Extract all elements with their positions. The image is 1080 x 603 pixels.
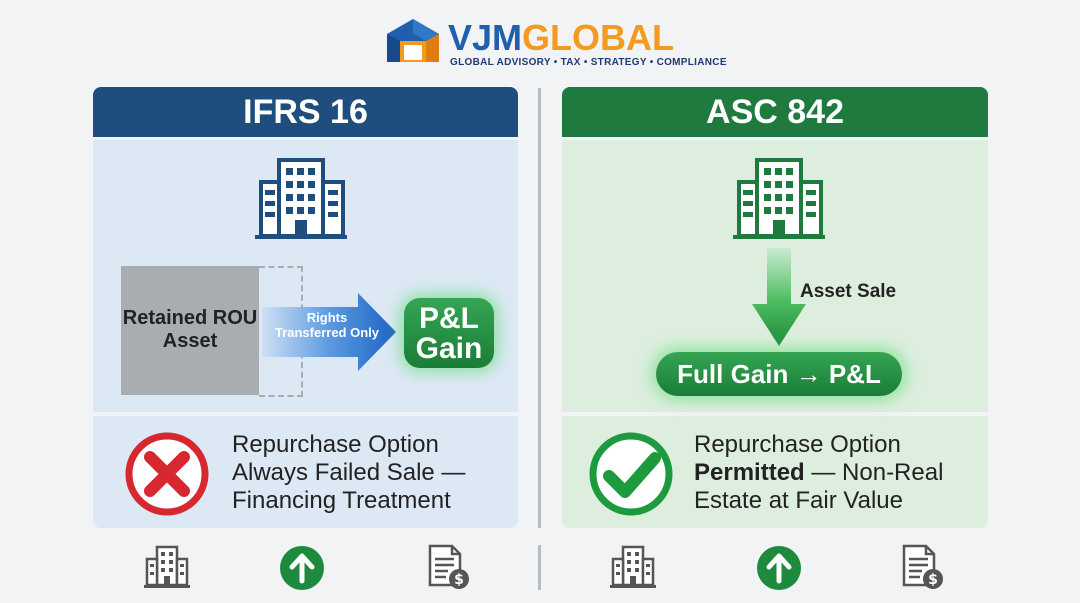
- panel-divider: [538, 88, 541, 528]
- rights-transferred-arrow-icon: [262, 293, 396, 371]
- asc842-title: ASC 842: [562, 87, 988, 137]
- pl-gain-badge: P&L Gain: [404, 298, 494, 368]
- asc842-note-line1: Repurchase Option: [694, 431, 901, 458]
- ifrs16-repurchase-note: Repurchase Option Always Failed Sale — F…: [232, 431, 466, 514]
- x-circle-icon: [125, 432, 209, 516]
- retained-rou-label: Retained ROU Asset: [122, 307, 258, 352]
- up-arrow-circle-icon: [280, 546, 324, 590]
- asc842-note-line2: Permitted — Non-Real: [694, 459, 944, 486]
- office-building-icon: [255, 158, 347, 239]
- svg-text:$: $: [928, 572, 938, 588]
- asc842-note-line3: Estate at Fair Value: [694, 487, 903, 514]
- full-gain-badge: Full Gain → P&L: [656, 352, 902, 396]
- brand-tagline: GLOBAL ADVISORY • TAX • STRATEGY • COMPL…: [450, 57, 727, 68]
- ifrs16-title: IFRS 16: [93, 87, 518, 137]
- up-arrow-circle-icon: [757, 546, 801, 590]
- building-icon: [610, 545, 656, 588]
- ifrs16-panel: IFRS 16: [93, 87, 518, 137]
- brand-logo: VJMGLOBAL GLOBAL ADVISORY • TAX • STRATE…: [380, 14, 727, 70]
- vjm-logo-icon: [387, 19, 439, 62]
- down-arrow-icon: [752, 248, 806, 346]
- office-building-icon: [733, 158, 825, 239]
- rights-transferred-label: Rights Transferred Only: [274, 310, 380, 340]
- document-dollar-icon: $: [902, 544, 943, 589]
- building-icon: [144, 545, 190, 588]
- retained-rou-asset-box: [121, 266, 259, 395]
- asset-sale-label: Asset Sale: [800, 281, 897, 302]
- check-circle-icon: [589, 432, 673, 516]
- brand-name: VJMGLOBAL: [448, 17, 675, 58]
- asc842-repurchase-note: Repurchase Option Permitted — Non-Real E…: [694, 431, 984, 515]
- document-dollar-icon: $: [428, 544, 469, 589]
- asc842-panel: ASC 842: [562, 87, 988, 137]
- permitted-text: Permitted: [694, 459, 805, 486]
- footer-divider: [538, 545, 541, 590]
- svg-text:$: $: [454, 572, 464, 588]
